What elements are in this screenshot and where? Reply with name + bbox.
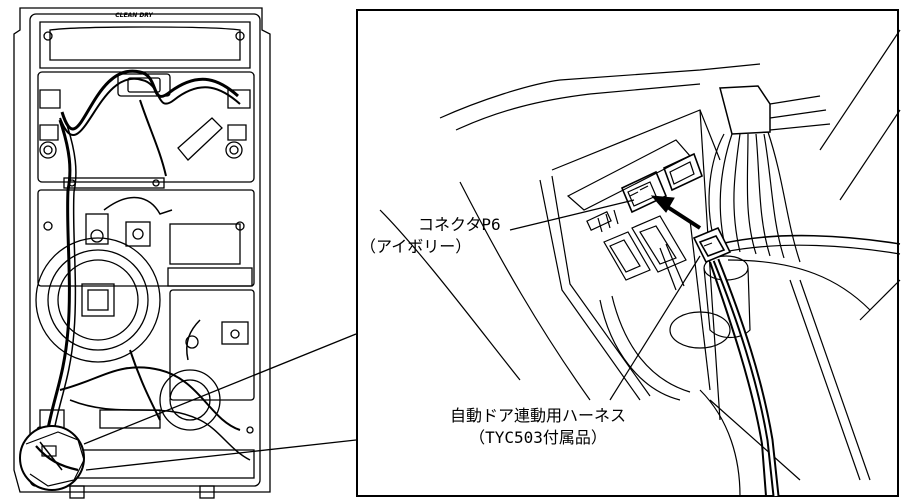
harness-label: 自動ドア連動用ハーネス （TYC503付属品） <box>450 405 626 449</box>
brand-logo: CLEAN DRY <box>115 12 153 19</box>
zoom-line-top <box>83 333 357 445</box>
harness-label-line1: 自動ドア連動用ハーネス <box>450 406 627 425</box>
connector-label-line2: （アイボリー） <box>360 237 472 256</box>
detail-view <box>356 9 901 497</box>
connector-label: コネクタP6 （アイボリー） <box>360 214 501 258</box>
unit-overview <box>13 7 271 499</box>
magnifier <box>19 333 357 491</box>
connector-leader-line <box>509 199 635 231</box>
harness-connector <box>692 226 732 264</box>
insertion-arrow <box>650 195 702 230</box>
harness-label-line2: （TYC503付属品） <box>469 428 607 447</box>
harness-leader-line <box>609 255 701 401</box>
zoom-line-bottom <box>85 439 357 471</box>
connector-label-line1: コネクタP6 <box>418 215 501 234</box>
